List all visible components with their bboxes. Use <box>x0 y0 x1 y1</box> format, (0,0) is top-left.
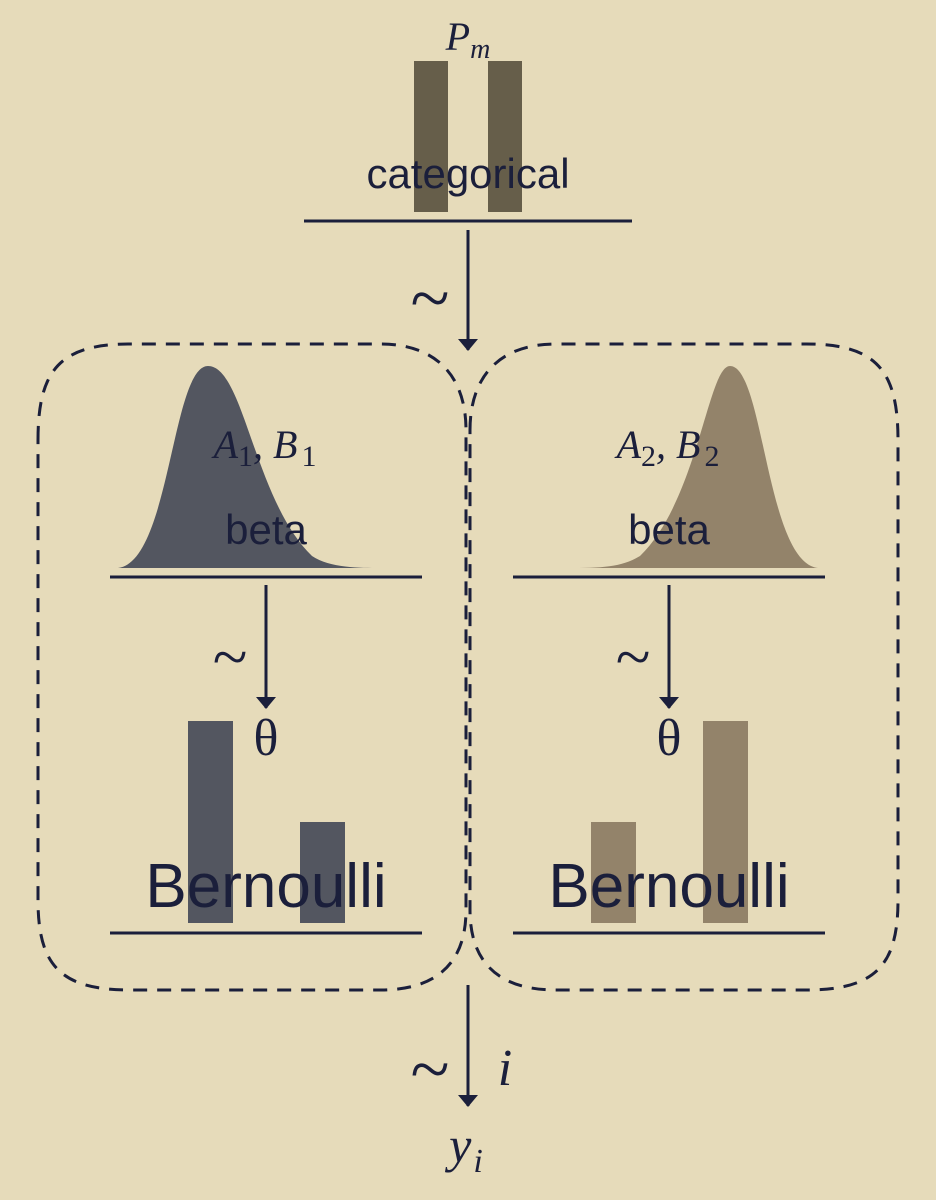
beta-label-1: beta <box>225 506 307 553</box>
categorical-node: Pm categorical <box>304 14 632 223</box>
bernoulli-bar-2b <box>703 721 748 923</box>
param-P-m: Pm <box>445 14 491 65</box>
mixture-component-2-frame <box>468 342 900 992</box>
bernoulli-bar-1a <box>188 721 233 923</box>
tilde-1: ~ <box>213 621 248 692</box>
categorical-bar-1 <box>414 61 448 212</box>
categorical-label: categorical <box>366 150 569 197</box>
theta-label-1: θ <box>254 710 279 767</box>
beta-density-2 <box>560 366 818 568</box>
bernoulli-bar-1b <box>300 822 345 923</box>
tilde-bottom: ~ <box>411 1029 450 1109</box>
tilde-top: ~ <box>411 258 450 338</box>
categorical-bar-2 <box>488 61 522 212</box>
bernoulli-bar-2a <box>591 822 636 923</box>
observation-y-i: yi <box>444 1117 483 1180</box>
beta-label-2: beta <box>628 506 710 553</box>
index-i: i <box>498 1040 512 1097</box>
theta-label-2: θ <box>657 710 682 767</box>
beta-density-1 <box>118 366 380 568</box>
bernoulli-label-2: Bernoulli <box>548 852 789 921</box>
tilde-2: ~ <box>616 621 651 692</box>
bernoulli-label-1: Bernoulli <box>145 852 386 921</box>
mixture-component-1-frame <box>36 342 468 992</box>
